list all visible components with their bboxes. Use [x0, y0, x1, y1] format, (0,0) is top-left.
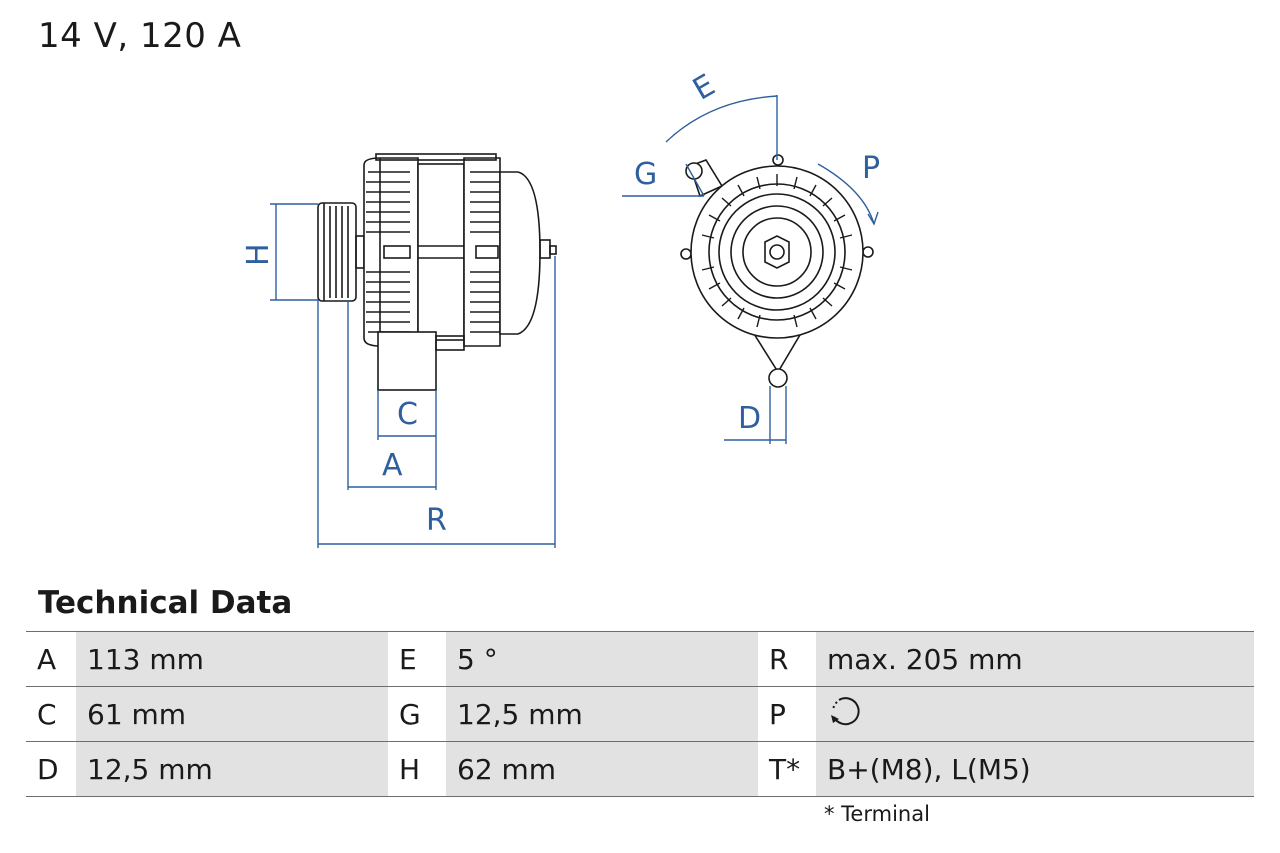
spec-key: H	[388, 741, 446, 797]
alternator-drawing: H C A R D G E P	[241, 68, 880, 548]
spec-value-rotation	[816, 686, 1254, 742]
technical-data-table: A 113 mm E 5 ° R max. 205 mm C 61 mm G 1…	[26, 631, 1254, 797]
spec-value: 61 mm	[76, 686, 388, 742]
spec-key: D	[26, 741, 76, 797]
dimension-label-d: D	[738, 401, 761, 436]
spec-value: 12,5 mm	[76, 741, 388, 797]
spec-value: 113 mm	[76, 631, 388, 687]
spec-value: 12,5 mm	[446, 686, 758, 742]
alternator-front-view	[680, 154, 874, 388]
dimension-label-h: H	[241, 243, 276, 266]
clockwise-rotation-icon	[827, 693, 863, 736]
dimension-label-r: R	[426, 503, 447, 538]
table-row: A 113 mm E 5 ° R max. 205 mm	[26, 631, 1254, 687]
spec-value: B+(M8), L(M5)	[816, 741, 1254, 797]
dimension-label-c: C	[397, 397, 418, 432]
spec-key: A	[26, 631, 76, 687]
spec-value: max. 205 mm	[816, 631, 1254, 687]
spec-value: 5 °	[446, 631, 758, 687]
spec-key: G	[388, 686, 446, 742]
table-row: C 61 mm G 12,5 mm P	[26, 686, 1254, 742]
page-title: 14 V, 120 A	[38, 16, 242, 56]
spec-key: R	[758, 631, 816, 687]
terminal-footnote: * Terminal	[824, 802, 930, 826]
spec-value: 62 mm	[446, 741, 758, 797]
table-row: D 12,5 mm H 62 mm T* B+(M8), L(M5)	[26, 741, 1254, 797]
technical-data-title: Technical Data	[38, 585, 293, 621]
spec-key: P	[758, 686, 816, 742]
alternator-side-view	[317, 153, 557, 391]
dimension-labels: H C A R D G E P	[241, 68, 880, 538]
dimension-label-e: E	[687, 68, 721, 108]
spec-key: E	[388, 631, 446, 687]
dimension-label-p: P	[862, 151, 880, 186]
dimension-label-g: G	[634, 157, 657, 192]
dimension-lines	[270, 95, 879, 548]
dimension-label-a: A	[382, 448, 403, 483]
spec-key: C	[26, 686, 76, 742]
spec-key: T*	[758, 741, 816, 797]
